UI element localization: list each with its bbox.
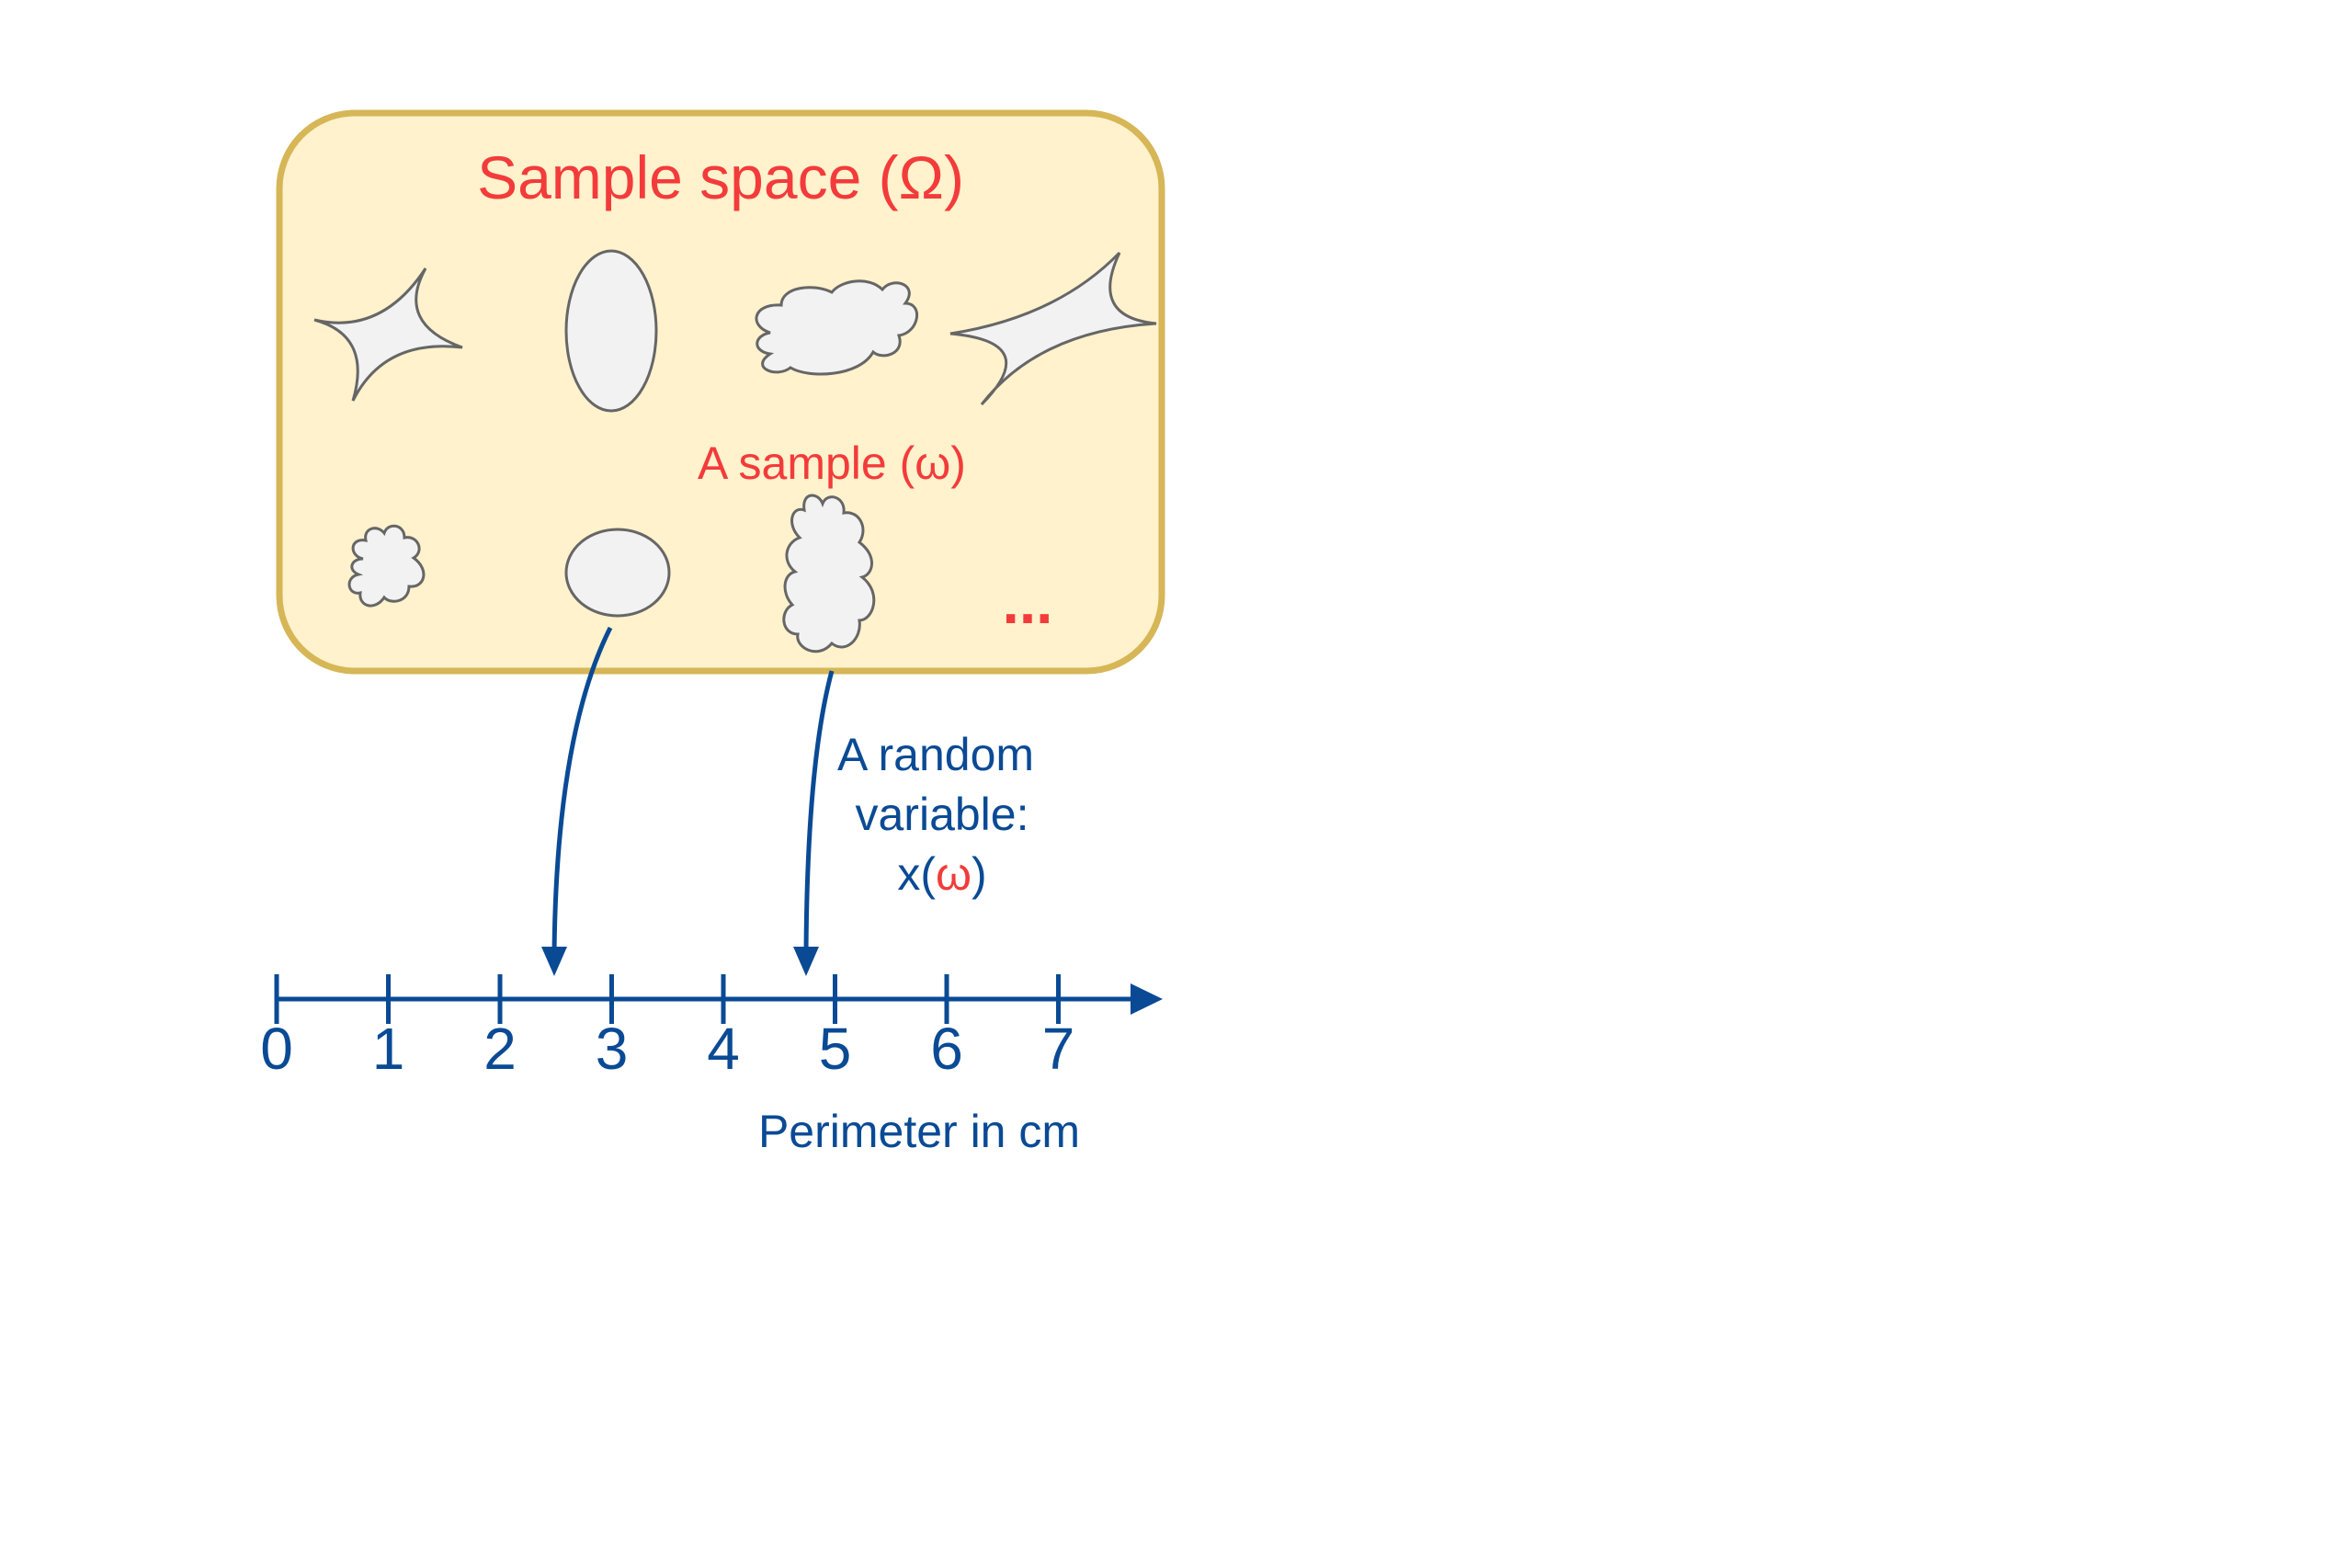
mapping-arrow-ellipse: [551, 626, 613, 957]
formula-omega: ω: [936, 848, 972, 900]
random-variable-formula: x(ω): [897, 848, 986, 900]
number-line-arrowhead: [1131, 983, 1163, 1015]
mapping-arrowhead-cloud: [793, 947, 819, 976]
tall-ellipse-shape: [564, 249, 658, 413]
axis-label: Perimeter in cm: [758, 1106, 1080, 1157]
mapping-arrow-cloud: [803, 670, 835, 957]
tall-cloud-shape: [782, 494, 876, 653]
tick-label-1: 1: [372, 1016, 405, 1082]
number-line-ticks: 0 1 2 3 4 5 6 7: [260, 974, 1074, 1082]
formula-prefix: x(: [897, 848, 936, 900]
tick-label-6: 6: [930, 1016, 963, 1082]
formula-suffix: ): [972, 848, 987, 900]
sample-label: A sample (ω): [698, 437, 966, 489]
wide-cloud-shape: [755, 279, 919, 376]
tick-label-2: 2: [483, 1016, 517, 1082]
small-cloud-shape: [347, 524, 426, 608]
wide-star-shape: [949, 251, 1157, 406]
tick-label-3: 3: [596, 1016, 629, 1082]
sample-space-title: Sample space (Ω): [477, 143, 964, 211]
selected-ellipse-shape: [564, 528, 671, 618]
ellipsis-text: ...: [1002, 568, 1052, 636]
random-variable-line1: A random: [837, 729, 1034, 780]
tick-label-5: 5: [819, 1016, 852, 1082]
tick-label-7: 7: [1042, 1016, 1075, 1082]
random-variable-label: A random variable:: [837, 729, 1047, 840]
mapping-arrowhead-ellipse: [541, 947, 567, 976]
tick-label-0: 0: [260, 1016, 293, 1082]
four-point-star-shape: [313, 267, 463, 402]
random-variable-line2: variable:: [856, 789, 1029, 840]
sample-space-box: [276, 109, 1165, 675]
tick-label-4: 4: [707, 1016, 740, 1082]
